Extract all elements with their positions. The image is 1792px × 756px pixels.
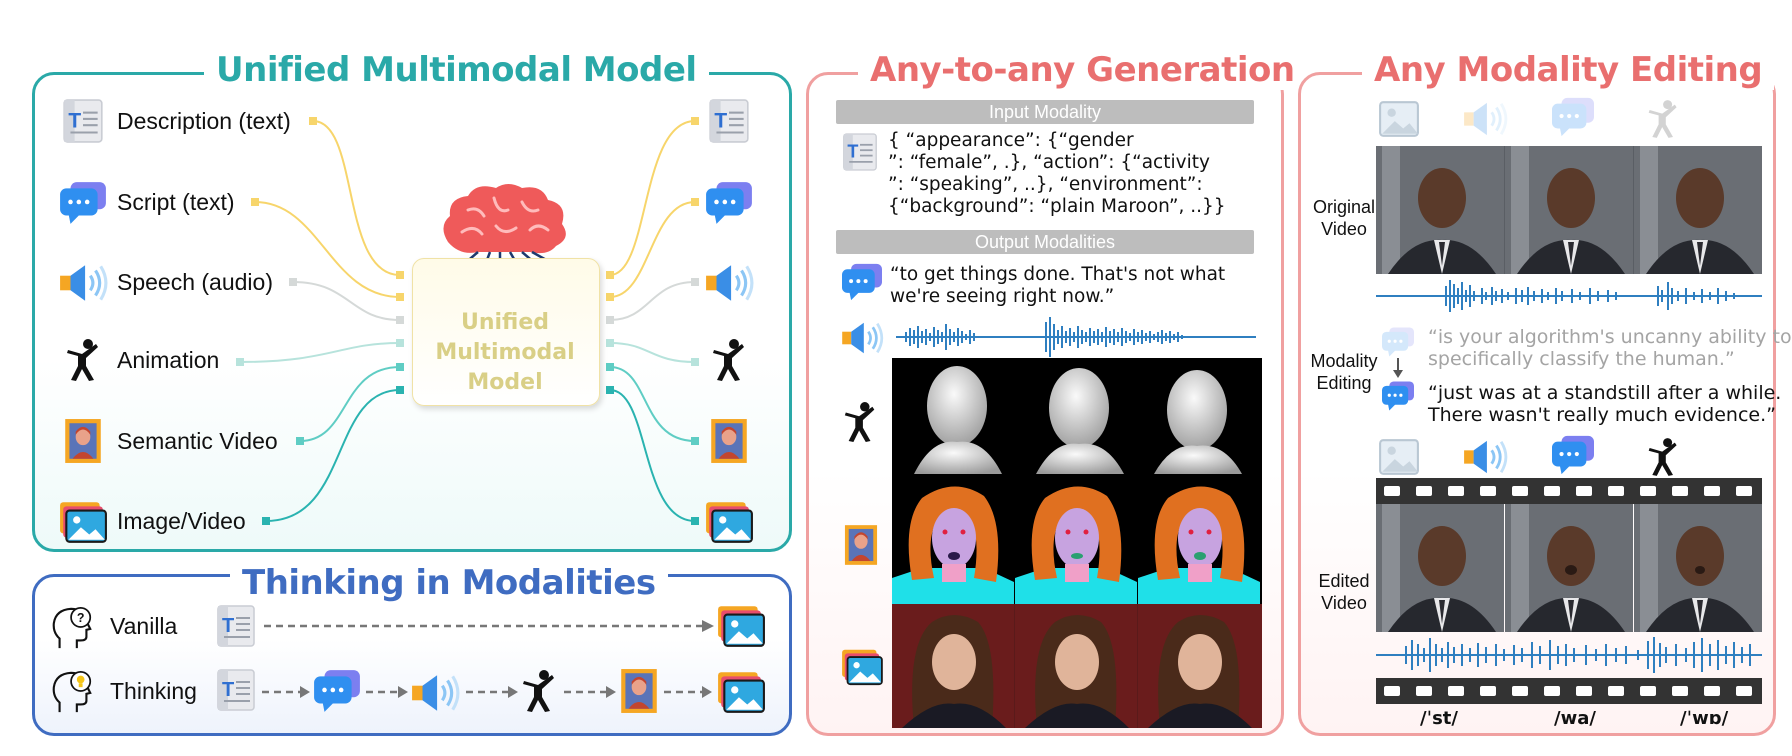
idea-head-icon xyxy=(52,670,92,713)
modality-editing-label: Modality Editing xyxy=(1302,350,1386,394)
animation-person-icon xyxy=(842,400,880,444)
thinking-row-vanilla: Vanilla xyxy=(110,613,178,639)
speaker-icon xyxy=(840,320,884,356)
speaker-icon xyxy=(58,262,108,304)
image-icon xyxy=(1378,100,1420,138)
editing-title: Any Modality Editing xyxy=(1362,50,1775,90)
quote-line: specifically classify the human.” xyxy=(1428,348,1735,370)
dashed-arrow xyxy=(664,686,712,698)
thinking-row-thinking: Thinking xyxy=(110,678,197,704)
image-video-icon xyxy=(840,648,884,686)
phoneme-label: /ˈwɒ/ xyxy=(1680,708,1729,729)
json-line: ”: “female”, .}, “action”: {“activity xyxy=(888,152,1210,173)
model-box xyxy=(412,258,600,406)
image-video-icon xyxy=(716,670,766,714)
phoneme-label: /wa/ xyxy=(1554,708,1596,729)
input-label-description: Description (text) xyxy=(117,108,291,134)
label-line: Original xyxy=(1312,197,1376,217)
input-modality-header: Input Modality xyxy=(836,100,1254,124)
input-label-script: Script (text) xyxy=(117,189,235,215)
speaker-icon xyxy=(1462,438,1508,476)
chat-icon xyxy=(1550,96,1596,138)
animation-person-icon xyxy=(710,337,750,383)
quote-line: we're seeing right now.” xyxy=(890,286,1115,307)
chat-icon xyxy=(1380,380,1416,412)
output-script-quote: “to get things done. That's not what we'… xyxy=(890,264,1225,308)
portrait-icon xyxy=(64,418,102,464)
old-script-quote: “is your algorithm's uncanny ability to … xyxy=(1428,326,1792,370)
model-box-label: Unified Multimodal Model xyxy=(412,308,598,398)
animation-3d-heads xyxy=(892,358,1262,482)
input-json-text: { “appearance”: {“gender ”: “female”, .}… xyxy=(888,130,1226,218)
chat-icon xyxy=(704,180,754,226)
text-icon xyxy=(708,98,750,144)
dashed-arrow xyxy=(262,686,310,698)
dashed-arrow xyxy=(366,686,408,698)
speaker-icon xyxy=(704,262,754,304)
json-line: { “appearance”: {“gender xyxy=(888,130,1134,151)
semantic-video-frames xyxy=(892,482,1262,604)
model-label-line: Unified xyxy=(460,310,550,335)
quote-line: “to get things done. That's not what xyxy=(890,264,1226,285)
phoneme-label: /ˈst/ xyxy=(1420,708,1458,729)
label-line: Video xyxy=(1321,219,1367,239)
quote-line: There wasn't really much evidence.” xyxy=(1428,404,1776,426)
json-line: {“background”: “plain Maroon”, ..}} xyxy=(888,196,1226,217)
original-video-label: Original Video xyxy=(1302,196,1386,240)
chat-icon xyxy=(1380,326,1416,358)
thinking-title: Thinking in Modalities xyxy=(230,563,668,603)
chat-icon xyxy=(1550,434,1596,476)
original-video-frames xyxy=(1376,146,1762,274)
label-line: Video xyxy=(1321,593,1367,613)
label-line: Editing xyxy=(1316,373,1372,393)
image-video-icon xyxy=(58,500,108,544)
thinking-head-icon: ? xyxy=(52,606,92,649)
input-label-semantic-video: Semantic Video xyxy=(117,428,278,454)
chat-icon xyxy=(312,668,362,714)
animation-person-icon xyxy=(64,337,104,383)
original-audio-waveform xyxy=(1376,280,1762,312)
unified-connections xyxy=(236,117,699,525)
image-video-icon xyxy=(704,500,754,544)
model-label-line: Multimodal xyxy=(435,340,575,365)
animation-person-icon xyxy=(1646,98,1682,140)
audio-waveform xyxy=(896,317,1256,357)
text-icon xyxy=(842,132,878,172)
generated-video-frames xyxy=(892,604,1262,728)
model-label-line: Model xyxy=(467,370,543,395)
speaker-icon xyxy=(1462,100,1508,138)
animation-person-icon xyxy=(1646,436,1682,478)
input-label-speech: Speech (audio) xyxy=(117,269,273,295)
chat-icon xyxy=(58,180,108,226)
any2any-title: Any-to-any Generation xyxy=(858,50,1307,90)
down-arrow-icon xyxy=(1393,358,1403,378)
text-icon xyxy=(62,98,104,144)
svg-text:?: ? xyxy=(77,611,85,625)
label-line: Modality xyxy=(1310,351,1378,371)
output-modalities-header: Output Modalities xyxy=(836,230,1254,254)
speaker-icon xyxy=(410,672,460,714)
dashed-arrow xyxy=(466,686,518,698)
chat-icon xyxy=(840,262,884,302)
input-label-image-video: Image/Video xyxy=(117,508,246,534)
image-icon xyxy=(1378,438,1420,476)
dashed-arrow xyxy=(264,620,714,632)
unified-title: Unified Multimodal Model xyxy=(204,50,709,90)
portrait-icon xyxy=(844,524,878,566)
text-icon xyxy=(216,668,256,712)
portrait-icon xyxy=(620,668,658,714)
film-strip xyxy=(1376,478,1762,704)
json-line: ”: “speaking”, ..}, “environment”: xyxy=(888,174,1203,195)
dashed-arrow xyxy=(564,686,616,698)
text-icon xyxy=(216,604,256,648)
image-video-icon xyxy=(716,604,766,648)
quote-line: “is your algorithm's uncanny ability to xyxy=(1428,326,1792,348)
edited-video-label: Edited Video xyxy=(1302,570,1386,614)
portrait-icon xyxy=(710,418,748,464)
animation-person-icon xyxy=(520,668,560,714)
input-label-animation: Animation xyxy=(117,347,220,373)
quote-line: “just was at a standstill after a while. xyxy=(1428,382,1782,404)
new-script-quote: “just was at a standstill after a while.… xyxy=(1428,382,1781,426)
label-line: Edited xyxy=(1318,571,1370,591)
